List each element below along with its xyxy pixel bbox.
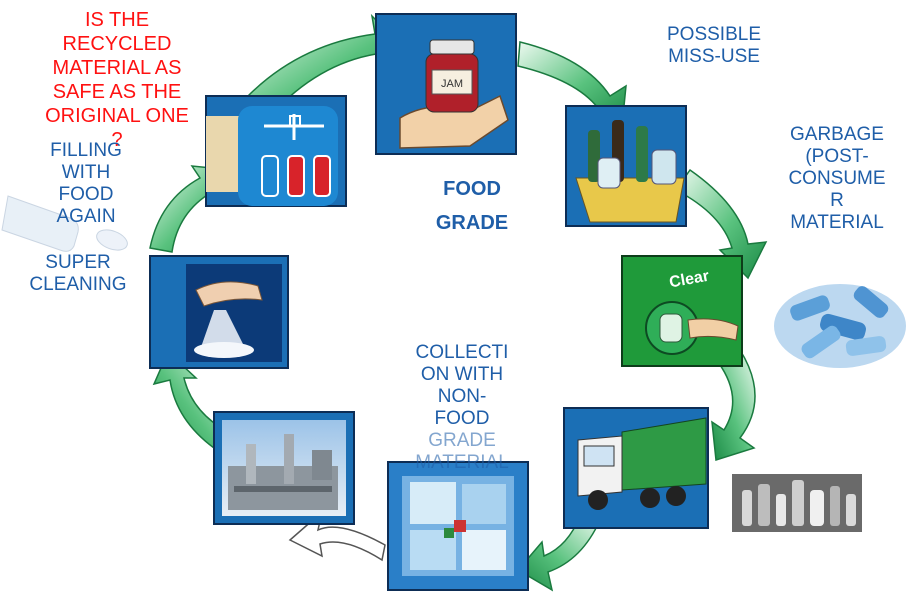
center-label-line2: GRADE (435, 212, 509, 234)
label-collection-line-1: COLLECTI (415, 342, 509, 363)
tile-garbage: Clear (621, 255, 743, 367)
crushed-bottles-photo (774, 284, 906, 368)
arrow-garbage-to-truck (711, 349, 756, 461)
label-garbage-line-4: R (830, 190, 844, 211)
safety-question-line-5: ORIGINAL ONE (45, 105, 189, 127)
bottle-filling-machine-icon (261, 114, 331, 197)
tile-food-container: JAM (375, 13, 517, 155)
assorted-bottles-photo (732, 474, 862, 532)
clear-recycling-bin-icon: Clear (645, 268, 739, 355)
tile-collection-truck (563, 407, 709, 529)
tile-collection (387, 461, 529, 591)
bottles-and-jars-bin-icon (575, 120, 685, 223)
recycling-plant-icon (222, 420, 346, 516)
label-filling-line-1: FILLING (50, 140, 122, 161)
center-label-line1: FOOD (443, 178, 501, 200)
label-misuse-line-2: MISS-USE (668, 46, 760, 67)
safety-question-line-4: SAFE AS THE (52, 81, 182, 103)
label-super-cleaning-line-2: CLEANING (29, 274, 127, 295)
label-collection-line-5: GRADE (428, 430, 496, 451)
tile-super-cleaning (149, 255, 289, 369)
hand-pouring-pellets-icon (186, 264, 282, 362)
safety-question: IS THE RECYCLED MATERIAL AS SAFE AS THE … (8, 8, 226, 152)
center-label-food-grade: FOOD GRADE (412, 172, 532, 240)
tile-misuse (565, 105, 687, 227)
label-super-cleaning: SUPER CLEANING (4, 252, 152, 296)
svg-text:Clear: Clear (668, 268, 710, 292)
safety-question-line-2: RECYCLED (62, 33, 172, 55)
label-garbage-line-1: GARBAGE (790, 124, 884, 145)
label-garbage-line-3: CONSUME (788, 168, 886, 189)
safety-question-line-1: IS THE (84, 9, 150, 31)
label-garbage: GARBAGE (POST- CONSUME R MATERIAL (760, 124, 914, 234)
label-filling-line-2: WITH (61, 162, 111, 183)
garbage-truck-icon (577, 417, 707, 510)
safety-question-line-6: ? (111, 129, 123, 151)
cycle-arrows (149, 13, 768, 592)
label-filling-line-4: AGAIN (56, 206, 116, 227)
preform-bottle-image (1, 195, 128, 252)
tile-recycling-plant (213, 411, 355, 525)
label-collection-line-2: ON WITH (420, 364, 504, 385)
label-misuse: POSSIBLE MISS-USE (624, 24, 804, 68)
label-garbage-line-5: MATERIAL (790, 212, 884, 233)
safety-question-line-3: MATERIAL AS (52, 57, 182, 79)
shredded-plastic-flakes-icon (402, 476, 514, 576)
jam-jar-in-hand-icon: JAM (399, 39, 509, 149)
svg-text:JAM: JAM (441, 78, 463, 90)
label-super-cleaning-line-1: SUPER (45, 252, 111, 273)
tile-filling (205, 95, 347, 207)
label-filling-line-3: FOOD (58, 184, 114, 205)
label-collection-line-3: NON- (437, 386, 487, 407)
label-misuse-line-1: POSSIBLE (667, 24, 761, 45)
label-collection: COLLECTI ON WITH NON- FOOD GRADE MATERIA… (380, 342, 544, 474)
label-filling: FILLING WITH FOOD AGAIN (26, 140, 146, 228)
label-garbage-line-2: (POST- (805, 146, 869, 167)
label-collection-line-6: MATERIAL (415, 452, 509, 473)
label-collection-line-4: FOOD (434, 408, 490, 429)
